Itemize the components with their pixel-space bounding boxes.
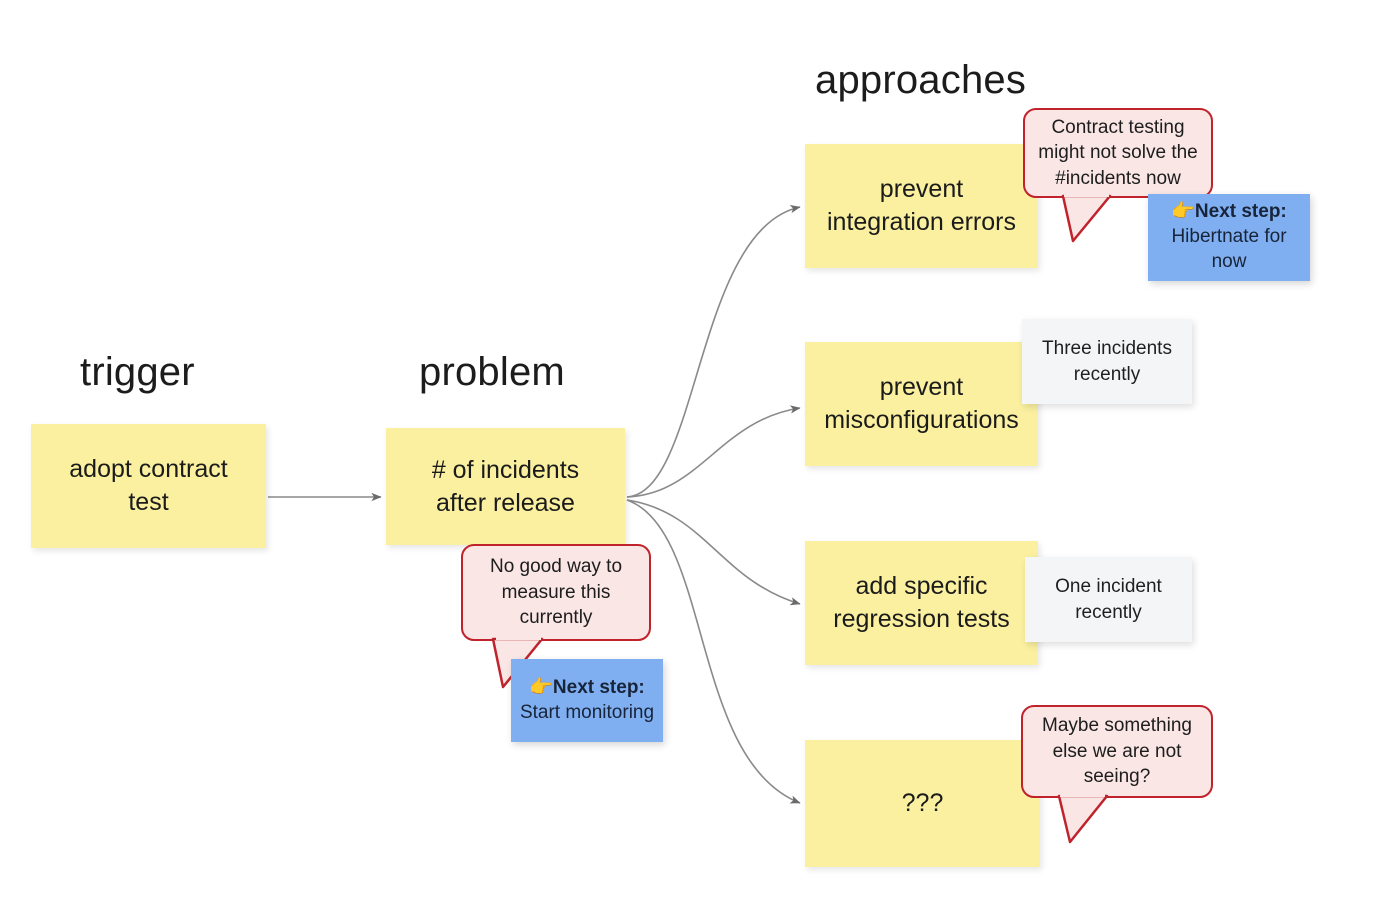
- text-line: integration errors: [827, 208, 1016, 236]
- text-line: #incidents now: [1055, 167, 1181, 189]
- sticky-note-label: prevent misconfigurations: [824, 371, 1019, 437]
- text-line: ???: [901, 789, 944, 817]
- sticky-note-prevent-integration-errors[interactable]: prevent integration errors: [805, 144, 1038, 268]
- text-line: recently: [1073, 363, 1141, 385]
- speech-bubble-maybe-something-else[interactable]: Maybe something else we are not seeing?: [1021, 705, 1213, 798]
- edge-problem-to-prevent-misconfigurations: [626, 405, 801, 498]
- edge-problem-to-unknown-approach: [626, 499, 801, 804]
- speech-bubble-contract-testing-doubt[interactable]: Contract testing might not solve the #inci…: [1023, 108, 1213, 198]
- sticky-note-label: adopt contract test: [69, 453, 227, 519]
- sticky-note-label: add specific regression tests: [833, 570, 1009, 636]
- text-line: else we are not: [1052, 740, 1182, 762]
- column-heading-trigger: trigger: [80, 350, 195, 394]
- edge-problem-to-add-regression-tests: [626, 499, 801, 606]
- sticky-note-add-regression-tests[interactable]: add specific regression tests: [805, 541, 1038, 665]
- pointing-hand-icon: 👉: [1171, 201, 1195, 223]
- text-line: measure this: [501, 581, 611, 603]
- text-line: test: [128, 488, 169, 516]
- text-line: regression tests: [833, 605, 1010, 633]
- text-line: add specific: [855, 572, 988, 600]
- text-line: misconfigurations: [824, 406, 1019, 434]
- text-line: # of incidents: [431, 455, 580, 484]
- text-line: seeing?: [1083, 766, 1151, 788]
- edge-problem-to-prevent-integration-errors: [626, 205, 801, 498]
- text-line: One incident: [1055, 575, 1162, 597]
- text-line: No good way to: [489, 556, 623, 578]
- text-line: prevent: [879, 373, 964, 401]
- sticky-note-unknown-approach[interactable]: ???: [805, 740, 1040, 867]
- sticky-note-adopt-contract-test[interactable]: adopt contract test: [31, 424, 266, 548]
- text-line: Start monitoring: [519, 701, 655, 723]
- text-line: Maybe something: [1042, 715, 1192, 737]
- text-line: after release: [436, 488, 575, 517]
- text-line: recently: [1075, 601, 1142, 623]
- text-line: currently: [519, 607, 593, 629]
- text-line: Three incidents: [1042, 337, 1172, 359]
- sticky-note-incidents-after-release[interactable]: # of incidents after release: [386, 428, 625, 545]
- text-line: Hibertnate for: [1171, 226, 1287, 248]
- sticky-note-label: ???: [902, 787, 944, 820]
- text-line: Contract testing: [1051, 116, 1185, 138]
- next-step-label: 👉Next step: Start monitoring: [520, 676, 654, 725]
- grey-note-three-incidents-recently[interactable]: Three incidents recently: [1022, 319, 1192, 404]
- next-step-title: Next step:: [1194, 201, 1287, 223]
- next-step-title: Next step:: [552, 676, 645, 698]
- sticky-note-label: # of incidents after release: [432, 454, 579, 520]
- grey-note-one-incident-recently[interactable]: One incident recently: [1025, 557, 1192, 642]
- column-heading-approaches: approaches: [815, 58, 1027, 102]
- sticky-note-label: prevent integration errors: [827, 173, 1016, 239]
- text-line: might not solve the: [1038, 142, 1198, 164]
- speech-bubble-label: Maybe something else we are not seeing?: [1042, 713, 1192, 789]
- sticky-note-prevent-misconfigurations[interactable]: prevent misconfigurations: [805, 342, 1038, 466]
- grey-note-label: Three incidents recently: [1042, 336, 1172, 387]
- grey-note-label: One incident recently: [1055, 574, 1162, 625]
- column-heading-problem: problem: [419, 350, 565, 394]
- next-step-box-next-step-monitoring[interactable]: 👉Next step: Start monitoring: [511, 659, 663, 742]
- speech-bubble-label: Contract testing might not solve the #inci…: [1038, 115, 1197, 191]
- text-line: adopt contract: [69, 455, 228, 483]
- text-line: now: [1211, 250, 1247, 272]
- pointing-hand-icon: 👉: [529, 676, 553, 698]
- speech-bubble-label: No good way to measure this currently: [490, 554, 622, 630]
- text-line: prevent: [879, 175, 964, 203]
- speech-bubble-no-measurement-way[interactable]: No good way to measure this currently: [461, 544, 651, 641]
